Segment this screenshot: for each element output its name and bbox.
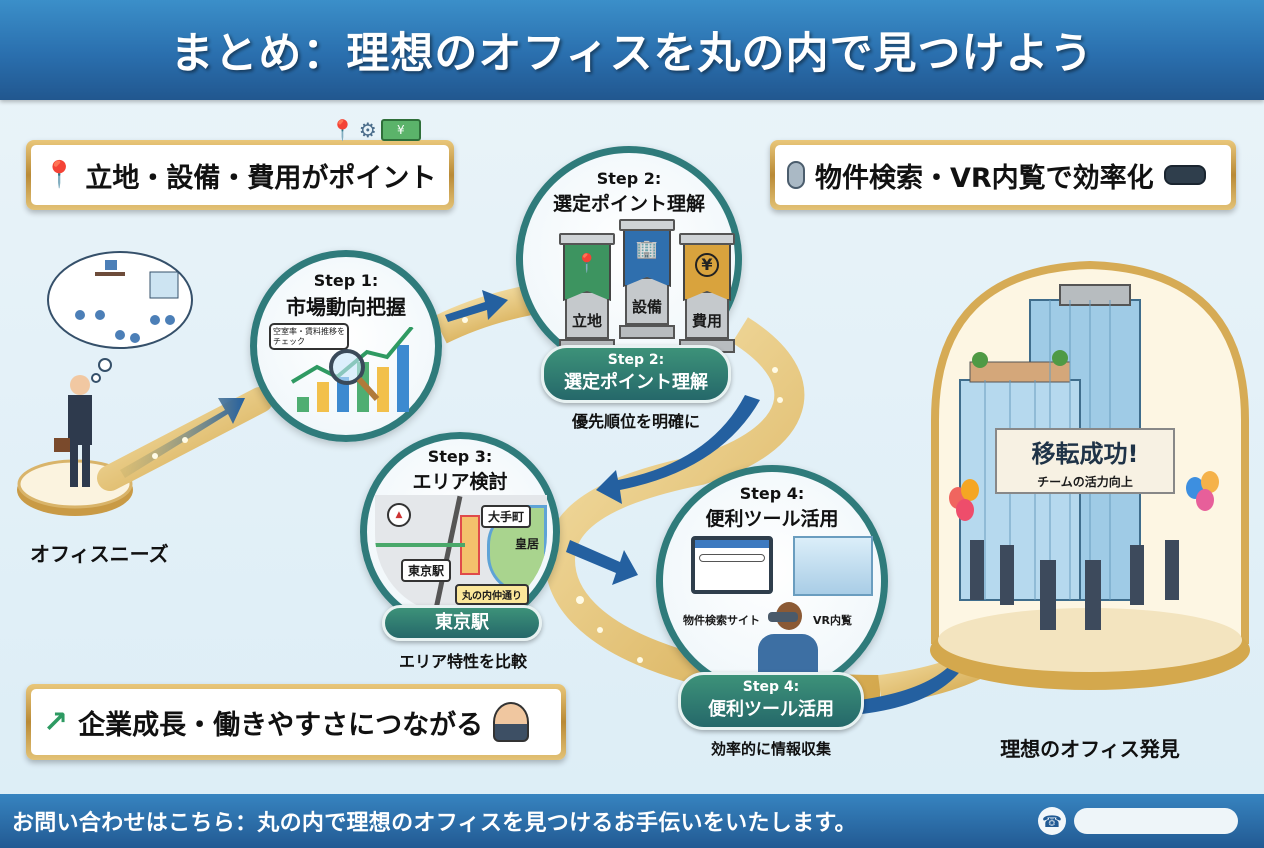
arrow-to-step1 — [120, 398, 245, 478]
step-4-number: Step 4: — [739, 484, 805, 503]
step-2-circle: Step 2: 選定ポイント理解 📍 立地 🏢 設備 ¥ 費用 — [516, 146, 742, 372]
yen-icon: ¥ — [695, 253, 719, 277]
page-footer: お問い合わせはこちら：丸の内で理想のオフィスを見つけるお手伝いをいたします。 ☎ — [0, 794, 1264, 848]
compass-icon: ▲ — [387, 503, 411, 527]
bar-5 — [377, 367, 389, 412]
callout-growth-label: 企業成長・働きやすさにつながる — [78, 709, 484, 741]
green-route — [375, 543, 465, 547]
building-icon: 🏢 — [635, 239, 659, 260]
callout-key-points-label: 立地・設備・費用がポイント — [85, 162, 437, 194]
map-pin-icon: 📍 — [330, 118, 355, 142]
start-caption: オフィスニーズ — [30, 542, 169, 566]
arrow-to-step2 — [445, 290, 508, 322]
decor-icons: 📍 ⚙ ¥ — [330, 118, 421, 142]
vr-room — [793, 536, 873, 596]
goal-platform-top — [938, 608, 1242, 672]
step-2-pill: Step 2: 選定ポイント理解 — [541, 345, 731, 403]
bar-2 — [317, 382, 329, 412]
browser-bar — [695, 540, 769, 548]
step-4-pill: Step 4: 便利ツール活用 — [678, 672, 864, 730]
magnifier-handle — [356, 376, 380, 402]
market-bar-chart — [290, 327, 414, 412]
pillar-facilities: 🏢 設備 — [619, 219, 675, 339]
pillar-cost: ¥ 費用 — [679, 233, 735, 353]
businessman-avatar-icon — [493, 702, 530, 742]
map-pin-icon: 📍 — [575, 253, 599, 274]
step-4-circle: Step 4: 便利ツール活用 物件検索サイト VR内覧 — [656, 465, 888, 697]
balloons-left — [949, 479, 979, 521]
success-banner-title: 移転成功! — [1031, 440, 1139, 468]
thought-cloud — [47, 251, 193, 383]
step-1-speech-bubble: 空室率・賃料推移をチェック — [269, 323, 349, 351]
step-1-circle: Step 1: 市場動向把握 空室率・賃料推移をチェック — [250, 250, 442, 442]
magnifier-icon — [329, 349, 365, 385]
pillar-cost-label: 費用 — [685, 291, 729, 339]
search-bar — [699, 554, 765, 562]
step-2-caption: 優先順位を明確に — [571, 412, 700, 431]
bar-6 — [397, 345, 409, 412]
phone-number-field[interactable] — [1074, 808, 1238, 834]
bar-3 — [337, 377, 349, 412]
callout-growth: ↗ 企業成長・働きやすさにつながる — [26, 684, 566, 760]
trend-up-arrow-icon: ↗ — [43, 704, 69, 740]
step-4-caption: 効率的に情報収集 — [710, 740, 831, 758]
yen-banknote-icon: ¥ — [380, 119, 421, 141]
arrow-to-goal — [860, 640, 978, 714]
road-segment-2 — [433, 285, 534, 344]
phone-icon[interactable]: ☎ — [1038, 807, 1066, 835]
tool-label-search-site: 物件検索サイト — [683, 614, 760, 627]
tool-label-vr: VR内覧 — [813, 614, 852, 627]
page-title: まとめ：理想のオフィスを丸の内で見つけよう — [170, 29, 1094, 79]
success-banner: 移転成功! チームの活力向上 — [995, 428, 1175, 494]
step-2-pill-step: Step 2: — [607, 352, 665, 368]
arrow-to-step4 — [566, 540, 638, 585]
map-label-nakadori: 丸の内仲通り — [455, 584, 529, 605]
step-3-title: エリア検討 — [412, 471, 508, 493]
road-segment-3 — [544, 317, 881, 705]
balloons-right — [1186, 471, 1219, 511]
success-banner-subtitle: チームの活力向上 — [1037, 475, 1133, 489]
step-4-title: 便利ツール活用 — [705, 508, 839, 530]
businessman-figure — [54, 375, 92, 487]
map-label-imperial-palace: 皇居 — [515, 537, 540, 551]
footer-text: お問い合わせはこちら：丸の内で理想のオフィスを見つけるお手伝いをいたします。 — [12, 811, 857, 836]
mouse-icon — [787, 161, 805, 189]
step-1-title: 市場動向把握 — [286, 295, 406, 319]
road-lights — [152, 317, 783, 663]
step-4-pill-title: 便利ツール活用 — [708, 699, 834, 720]
vr-goggles-icon — [768, 612, 798, 622]
map-label-tokyo-station: 東京駅 — [401, 559, 452, 582]
step-1-speech-text: 空室率・賃料推移をチェック — [273, 327, 345, 346]
map-label-otemachi: 大手町 — [481, 505, 532, 528]
step-3-pill: 東京駅 — [382, 605, 542, 641]
map-pin-icon: 📍 — [43, 160, 76, 190]
callout-key-points: 📍 立地・設備・費用がポイント — [26, 140, 454, 210]
step-3-number: Step 3: — [427, 447, 493, 466]
pillar-location: 📍 立地 — [559, 233, 615, 353]
step-2-title: 選定ポイント理解 — [552, 193, 705, 215]
pillar-location-label: 立地 — [565, 291, 609, 339]
step-3-caption: エリア特性を比較 — [398, 652, 527, 671]
step-1-number: Step 1: — [313, 271, 379, 290]
step-2-pill-title: 選定ポイント理解 — [564, 372, 708, 393]
celebrating-team — [970, 540, 1179, 630]
arrow-to-step3 — [596, 395, 760, 504]
step-3-circle: Step 3: エリア検討 ▲ 大手町 皇居 東京駅 丸の内仲通り — [360, 432, 560, 632]
property-search-monitor — [691, 536, 773, 594]
step-3-pill-title: 東京駅 — [435, 612, 489, 633]
goal-caption: 理想のオフィス発見 — [1000, 737, 1180, 761]
step-4-pill-step: Step 4: — [742, 679, 800, 695]
gears-icon: ⚙ — [358, 118, 377, 142]
vr-goggles-icon — [1163, 165, 1206, 185]
pillar-facilities-label: 設備 — [625, 277, 669, 325]
page-header: まとめ：理想のオフィスを丸の内で見つけよう — [0, 0, 1264, 100]
callout-efficiency-label: 物件検索・VR内覧で効率化 — [815, 162, 1154, 194]
callout-efficiency: 物件検索・VR内覧で効率化 — [770, 140, 1236, 210]
step-2-number: Step 2: — [596, 169, 662, 188]
bar-1 — [297, 397, 309, 412]
